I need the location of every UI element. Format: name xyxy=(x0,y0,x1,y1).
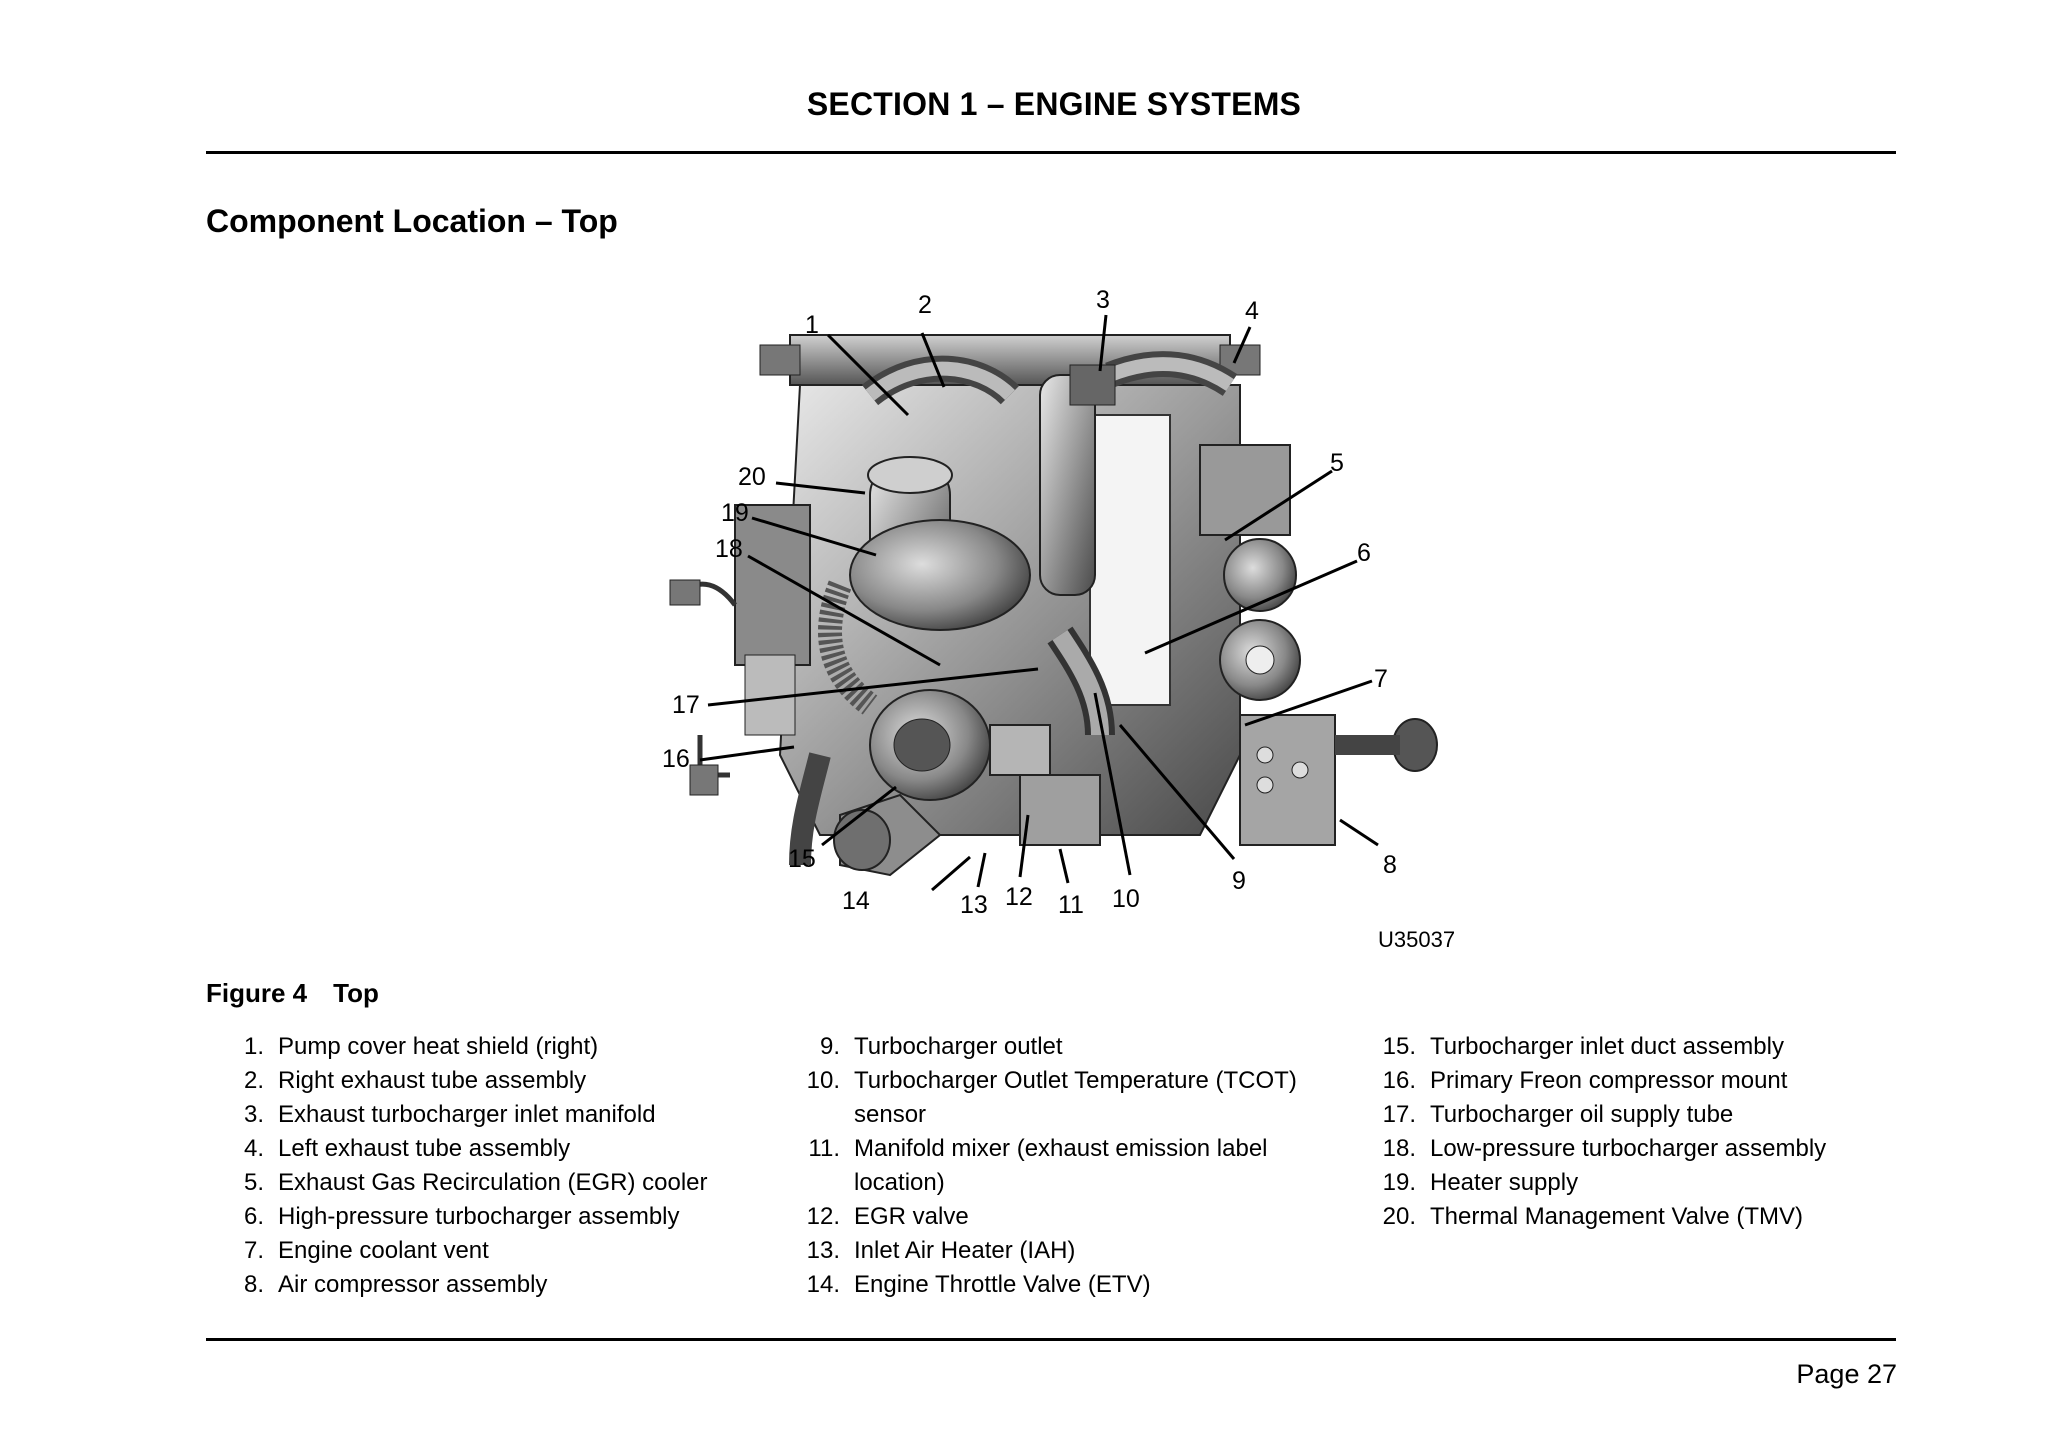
callout-20: 20 xyxy=(738,463,766,491)
header-rule xyxy=(206,151,1896,154)
legend-number: 10. xyxy=(806,1067,840,1094)
callout-8: 8 xyxy=(1383,851,1397,879)
legend-item: 1. Pump cover heat shield (right) xyxy=(206,1030,766,1064)
legend-number: 13. xyxy=(806,1237,840,1264)
footer-rule xyxy=(206,1338,1896,1341)
legend-number: 7. xyxy=(243,1237,264,1264)
callout-4: 4 xyxy=(1245,297,1259,325)
legend-number: 1. xyxy=(243,1033,264,1060)
legend-item: 10. Turbocharger Outlet Temperature (TCOT… xyxy=(782,1064,1342,1132)
legend-text: Primary Freon compressor mount xyxy=(1430,1067,1788,1094)
legend-number: 3. xyxy=(243,1101,264,1128)
legend-item: 9. Turbocharger outlet xyxy=(782,1030,1342,1064)
legend-number: 2. xyxy=(243,1067,264,1094)
section-title: SECTION 1 – ENGINE SYSTEMS xyxy=(806,86,1302,122)
legend-text: Turbocharger inlet duct assembly xyxy=(1430,1033,1784,1060)
legend-item: 8. Air compressor assembly xyxy=(206,1268,766,1302)
engine-figure: 1 2 3 4 5 6 7 8 9 10 11 12 13 14 15 16 1… xyxy=(640,275,1480,955)
legend-text: High-pressure turbocharger assembly xyxy=(278,1203,680,1230)
legend-item: 16. Primary Freon compressor mount xyxy=(1358,1064,1898,1098)
legend-item: 18. Low-pressure turbocharger assembly xyxy=(1358,1132,1898,1166)
legend-text: Heater supply xyxy=(1430,1169,1579,1196)
legend-text: Exhaust turbocharger inlet manifold xyxy=(278,1101,656,1128)
callout-5: 5 xyxy=(1330,449,1344,477)
legend-item: 7. Engine coolant vent xyxy=(206,1234,766,1268)
callout-14: 14 xyxy=(842,887,870,915)
legend-text: Turbocharger outlet xyxy=(854,1033,1063,1060)
legend-item: 12. EGR valve xyxy=(782,1200,1342,1234)
callout-3: 3 xyxy=(1096,286,1110,314)
legend-text: Left exhaust tube assembly xyxy=(278,1135,571,1162)
legend-number: 6. xyxy=(243,1203,264,1230)
callout-7: 7 xyxy=(1374,665,1388,693)
legend-number: 14. xyxy=(806,1271,840,1298)
legend-text: Air compressor assembly xyxy=(278,1271,548,1298)
legend-text: Right exhaust tube assembly xyxy=(278,1067,587,1094)
legend-text: Inlet Air Heater (IAH) xyxy=(854,1237,1076,1264)
page-number: Page 27 xyxy=(1796,1359,1897,1389)
legend-text: Turbocharger oil supply tube xyxy=(1430,1101,1734,1128)
legend-number: 18. xyxy=(1382,1135,1416,1162)
legend-number: 15. xyxy=(1382,1033,1416,1060)
legend-text: Engine coolant vent xyxy=(278,1237,489,1264)
legend-item: 4. Left exhaust tube assembly xyxy=(206,1132,766,1166)
legend-number: 20. xyxy=(1382,1203,1416,1230)
legend-column-2: 9. Turbocharger outlet 10. Turbocharger Ou… xyxy=(782,1030,1342,1302)
legend-number: 8. xyxy=(243,1271,264,1298)
callout-2: 2 xyxy=(918,291,932,319)
legend-text: Engine Throttle Valve (ETV) xyxy=(854,1271,1151,1298)
legend-text: Turbocharger Outlet Temperature (TCOT) s… xyxy=(854,1067,1297,1128)
figure-code: U35037 xyxy=(1378,927,1455,952)
callout-1: 1 xyxy=(805,311,819,339)
figure-caption: Figure 4 Top xyxy=(206,978,379,1009)
legend-item: 2. Right exhaust tube assembly xyxy=(206,1064,766,1098)
legend-item: 20. Thermal Management Valve (TMV) xyxy=(1358,1200,1898,1234)
callout-9: 9 xyxy=(1232,867,1246,895)
legend-number: 4. xyxy=(243,1135,264,1162)
callout-13: 13 xyxy=(960,891,988,919)
callout-15: 15 xyxy=(788,845,816,873)
legend-number: 5. xyxy=(243,1169,264,1196)
legend-column-3: 15. Turbocharger inlet duct assembly 16. P… xyxy=(1358,1030,1898,1234)
legend-number: 19. xyxy=(1382,1169,1416,1196)
legend-text: Low-pressure turbocharger assembly xyxy=(1430,1135,1827,1162)
figure-title: Top xyxy=(333,978,379,1008)
callout-18: 18 xyxy=(715,535,743,563)
callout-6: 6 xyxy=(1357,539,1371,567)
callout-12: 12 xyxy=(1005,883,1033,911)
callout-19: 19 xyxy=(721,499,749,527)
legend-item: 19. Heater supply xyxy=(1358,1166,1898,1200)
legend-item: 14. Engine Throttle Valve (ETV) xyxy=(782,1268,1342,1302)
engine-illustration: 1 2 3 4 5 6 7 8 9 10 11 12 13 14 15 16 1… xyxy=(662,286,1455,952)
callout-11: 11 xyxy=(1058,891,1084,919)
legend-number: 11. xyxy=(808,1135,840,1162)
callout-16: 16 xyxy=(662,745,690,773)
legend-item: 3. Exhaust turbocharger inlet manifold xyxy=(206,1098,766,1132)
legend-item: 6. High-pressure turbocharger assembly xyxy=(206,1200,766,1234)
legend-text: Manifold mixer (exhaust emission label l… xyxy=(854,1135,1268,1196)
legend-item: 5. Exhaust Gas Recirculation (EGR) cooler xyxy=(206,1166,766,1200)
legend-number: 9. xyxy=(819,1033,840,1060)
legend-column-1: 1. Pump cover heat shield (right) 2. Right… xyxy=(206,1030,766,1302)
legend-item: 11. Manifold mixer (exhaust emission labe… xyxy=(782,1132,1342,1200)
legend-text: Exhaust Gas Recirculation (EGR) cooler xyxy=(278,1169,708,1196)
legend-text: Thermal Management Valve (TMV) xyxy=(1430,1203,1804,1230)
legend-item: 13. Inlet Air Heater (IAH) xyxy=(782,1234,1342,1268)
page-heading: Component Location – Top xyxy=(206,203,618,239)
figure-label: Figure 4 xyxy=(206,978,308,1008)
legend-item: 15. Turbocharger inlet duct assembly xyxy=(1358,1030,1898,1064)
legend-text: EGR valve xyxy=(854,1203,969,1230)
legend-item: 17. Turbocharger oil supply tube xyxy=(1358,1098,1898,1132)
callout-17: 17 xyxy=(672,691,700,719)
legend-number: 12. xyxy=(806,1203,840,1230)
legend-number: 16. xyxy=(1382,1067,1416,1094)
callout-10: 10 xyxy=(1112,885,1140,913)
legend-text: Pump cover heat shield (right) xyxy=(278,1033,599,1060)
legend-number: 17. xyxy=(1382,1101,1416,1128)
